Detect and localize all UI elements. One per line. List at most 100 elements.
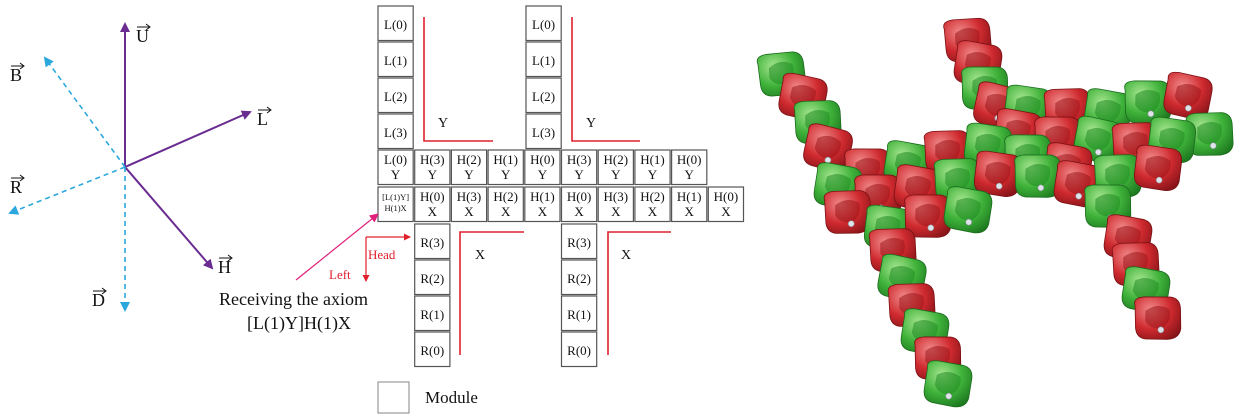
grid-cell-label: Y xyxy=(501,167,511,182)
green-module xyxy=(1014,154,1062,198)
grid-cell-label: H(2) xyxy=(493,189,518,204)
grid-cell-label: [L(1)Y] xyxy=(382,192,409,202)
grid-module-cell: H(2)X xyxy=(634,186,671,223)
svg-text:H: H xyxy=(218,257,231,277)
grid-module-cell: R(1) xyxy=(560,295,598,332)
axis-label-x-left: X xyxy=(475,248,485,263)
head-left-indicator: Head Left xyxy=(329,233,411,282)
module-grid: L(0)L(1)L(2)L(3)L(0)L(1)L(2)L(3)L(0)YH(3… xyxy=(377,5,745,368)
red-module xyxy=(1163,71,1213,120)
grid-cell-label: X xyxy=(611,204,621,219)
grid-module-cell: L(3) xyxy=(377,113,414,150)
grid-cell-label: L(1) xyxy=(384,53,407,68)
grid-module-cell: L(1) xyxy=(377,41,414,78)
svg-text:R: R xyxy=(10,177,22,197)
grid-cell-label: L(0) xyxy=(384,152,407,167)
grid-cell-label: X xyxy=(685,204,695,219)
label-l: L xyxy=(257,106,272,129)
grid-cell-label: L(3) xyxy=(532,125,555,140)
grid-cell-label: Y xyxy=(464,167,474,182)
grid-cell-label: H(1) xyxy=(677,189,702,204)
axis-label-y-left: Y xyxy=(438,116,448,131)
grid-module-cell: R(3) xyxy=(560,223,598,260)
grid-cell-label: H(1) xyxy=(530,189,555,204)
grid-cell-label: H(3) xyxy=(420,152,445,167)
grid-module-cell: H(0)X xyxy=(707,186,745,223)
grid-cell-label: H(1) xyxy=(493,152,518,167)
module-render xyxy=(756,17,1234,408)
label-h: H xyxy=(218,254,233,277)
grid-cell-label: Y xyxy=(428,167,438,182)
grid-module-cell: H(1)Y xyxy=(634,149,671,186)
grid-module-cell: R(0) xyxy=(560,331,598,368)
grid-cell-label: X xyxy=(574,204,584,219)
legend: Module xyxy=(377,381,478,414)
grid-module-cell: H(2)Y xyxy=(450,149,488,186)
grid-module-cell: L(1) xyxy=(525,41,562,78)
grid-cell-label: H(3) xyxy=(567,152,592,167)
axis-line-y-left xyxy=(423,17,493,142)
grid-module-cell: L(0) xyxy=(377,5,414,42)
grid-module-cell: H(1)X xyxy=(524,186,561,223)
grid-module-cell: R(1) xyxy=(414,295,451,332)
label-d: D xyxy=(92,287,107,310)
red-module xyxy=(823,190,872,234)
vector-r xyxy=(8,166,126,215)
grid-module-cell: L(0) xyxy=(525,5,562,42)
grid-module-cell: R(2) xyxy=(414,259,451,296)
grid-cell-label: L(3) xyxy=(384,125,407,140)
grid-cell-label: H(0) xyxy=(677,152,702,167)
axis-lines: Y Y X X xyxy=(423,17,671,355)
grid-cell-label: L(0) xyxy=(384,17,407,32)
axis-label-x-right: X xyxy=(621,248,631,263)
grid-module-cell: H(0)Y xyxy=(524,149,561,186)
grid-cell-label: H(2) xyxy=(640,189,665,204)
grid-cell-label: Y xyxy=(538,167,548,182)
vector-h xyxy=(124,166,214,270)
grid-cell-label: R(2) xyxy=(420,271,444,286)
grid-cell-label: L(0) xyxy=(532,17,555,32)
grid-module-cell: H(0)Y xyxy=(670,149,708,186)
green-module xyxy=(943,186,993,234)
grid-module-cell: H(0)X xyxy=(414,186,451,223)
svg-text:D: D xyxy=(92,290,105,310)
axiom-text: [L(1)Y]H(1)X xyxy=(247,313,351,334)
green-module xyxy=(1124,80,1172,124)
grid-cell-label: L(1) xyxy=(532,53,555,68)
grid-cell-label: X xyxy=(428,204,438,219)
grid-module-cell: H(2)X xyxy=(487,186,524,223)
grid-cell-label: Y xyxy=(648,167,658,182)
vector-b xyxy=(43,56,126,168)
grid-module-cell: H(3)Y xyxy=(560,149,598,186)
grid-cell-label: L(2) xyxy=(532,89,555,104)
grid-module-cell: R(2) xyxy=(560,259,598,296)
red-module xyxy=(904,194,952,238)
axis-label-y-right: Y xyxy=(586,116,596,131)
grid-module-cell: H(2)Y xyxy=(597,149,635,186)
legend-module-label: Module xyxy=(425,388,478,407)
svg-text:U: U xyxy=(136,26,149,46)
grid-module-cell: H(3)X xyxy=(450,186,488,223)
label-b: B xyxy=(10,62,25,85)
grid-cell-label: L(2) xyxy=(384,89,407,104)
grid-module-cell: H(1)Y xyxy=(487,149,524,186)
direction-compass: U B L R H D xyxy=(8,22,272,312)
grid-cell-label: R(3) xyxy=(420,235,444,250)
grid-cell-label: X xyxy=(501,204,511,219)
grid-cell-label: H(2) xyxy=(457,152,482,167)
axis-line-y-right xyxy=(571,17,640,142)
label-r: R xyxy=(10,174,25,197)
grid-cell-label: Y xyxy=(574,167,584,182)
grid-cell-label: H(0) xyxy=(567,189,592,204)
grid-cell-label: R(2) xyxy=(567,271,591,286)
legend-module-swatch xyxy=(377,381,410,414)
grid-module-cell: L(0)Y xyxy=(377,149,414,186)
grid-cell-label: H(3) xyxy=(604,189,629,204)
vector-l xyxy=(124,110,252,168)
axis-line-x-right xyxy=(607,231,671,355)
grid-module-cell: H(3)Y xyxy=(414,149,451,186)
grid-cell-label: H(0) xyxy=(420,189,445,204)
svg-text:B: B xyxy=(10,65,22,85)
grid-cell-label: H(0) xyxy=(530,152,555,167)
